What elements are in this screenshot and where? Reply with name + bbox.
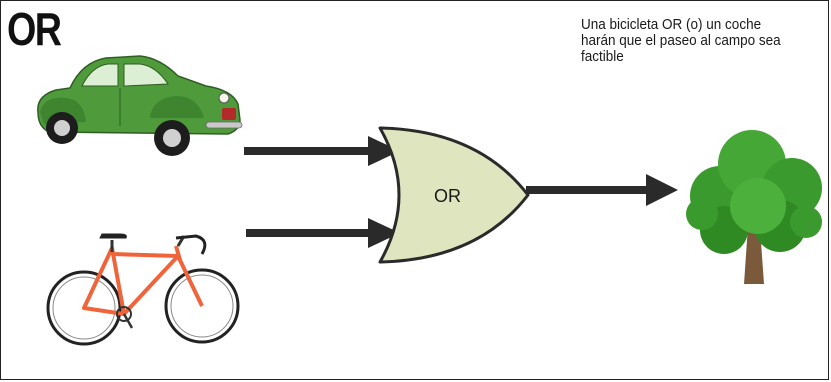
car-icon: [37, 55, 243, 156]
caption-line-1: Una bicicleta OR (o) un coche: [581, 16, 762, 33]
caption-line-2: harán que el paseo al campo sea: [581, 32, 781, 49]
output-arrow: [526, 174, 678, 206]
diagram-caption: Una bicicleta OR (o) un coche harán que …: [581, 17, 806, 65]
input-arrow-car: [244, 136, 400, 166]
tree-icon: [686, 130, 822, 284]
diagram-heading: OR: [7, 3, 62, 55]
input-arrow-bike: [246, 218, 400, 248]
caption-line-3: factible: [581, 48, 624, 65]
bicycle-icon: [46, 233, 240, 346]
or-gate: OR: [378, 126, 530, 264]
gate-label: OR: [434, 186, 461, 206]
